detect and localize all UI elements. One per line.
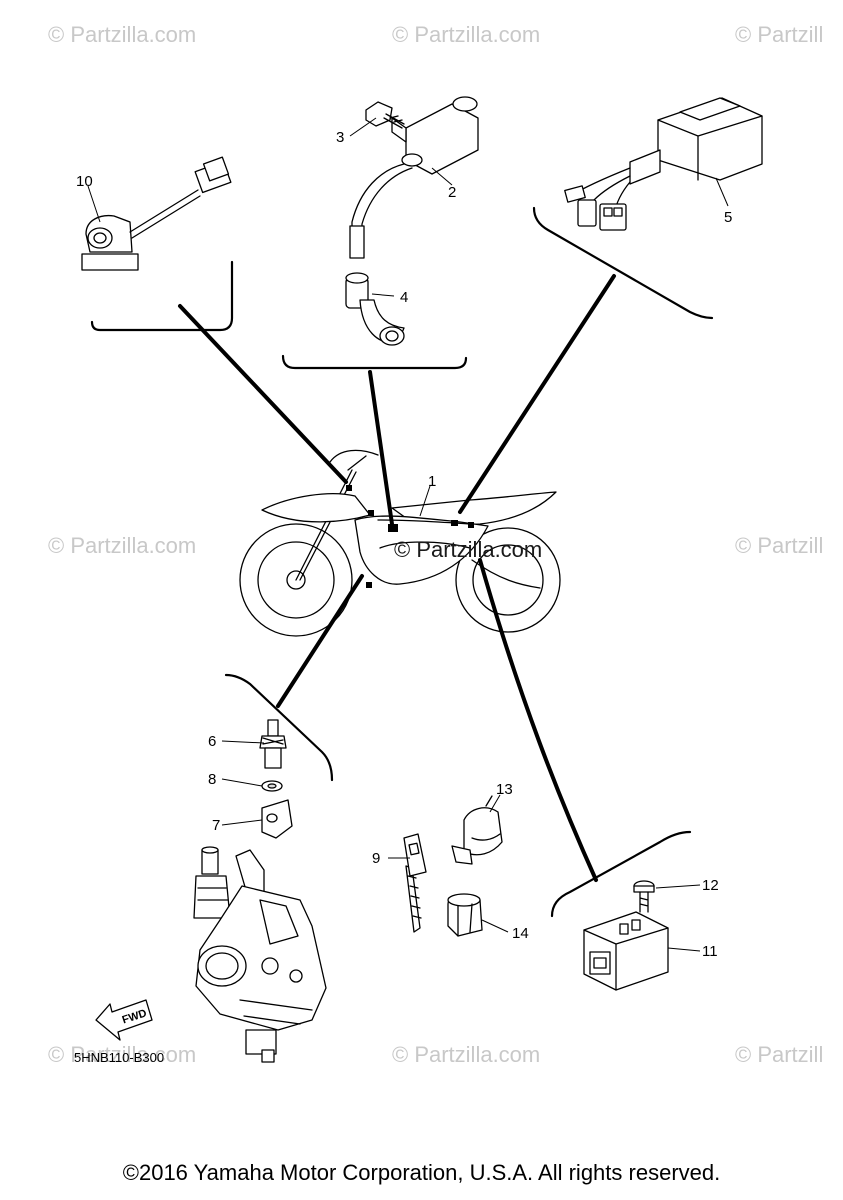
leader-lines	[87, 117, 729, 952]
diagram-code: 5HNB110-B300	[74, 1050, 164, 1065]
part-washer	[261, 780, 283, 792]
group-brackets	[90, 206, 714, 918]
callout-6: 6	[208, 733, 216, 750]
part-nipple	[259, 719, 287, 769]
part-clamp	[451, 795, 503, 865]
copyright-notice: ©2016 Yamaha Motor Corporation, U.S.A. A…	[122, 1160, 721, 1185]
part-cable-tie	[403, 833, 427, 933]
connector-mark	[368, 510, 374, 516]
fwd-arrow: FWD	[95, 999, 153, 1041]
watermark-center: © Partzilla.com	[394, 537, 542, 562]
callout-9: 9	[372, 850, 380, 867]
watermark-bottom-center: © Partzilla.com	[392, 1042, 540, 1067]
connector-mark	[468, 522, 474, 528]
watermark-bottom-left: © Partzilla.com	[48, 1042, 196, 1067]
callout-3: 3	[336, 129, 344, 146]
callout-labels: 10 3 2 4 5 1 6 8 7 9 13 14 12 11	[76, 129, 732, 960]
callout-14: 14	[512, 925, 529, 942]
part-rectifier	[583, 911, 669, 991]
callout-2: 2	[448, 184, 456, 201]
part-cdi-unit	[564, 97, 763, 231]
callout-8: 8	[208, 771, 216, 788]
connector-mark	[388, 524, 398, 532]
callout-12: 12	[702, 877, 719, 894]
connector-mark	[346, 485, 352, 491]
callout-7: 7	[212, 817, 220, 834]
watermark-top-left: © Partzilla.com	[48, 22, 196, 47]
motorcycle-silhouette	[239, 449, 561, 637]
callout-10: 10	[76, 173, 93, 190]
part-carburetor	[193, 846, 327, 1063]
watermark-top-right: © Partzill	[735, 22, 823, 47]
callout-4: 4	[400, 289, 408, 306]
watermark-layer: © Partzilla.com © Partzilla.com © Partzi…	[48, 22, 823, 1067]
callout-1: 1	[428, 473, 436, 490]
callout-5: 5	[724, 209, 732, 226]
part-small-bolt	[633, 880, 655, 913]
part-plug-cap	[345, 272, 405, 346]
watermark-mid-right: © Partzill	[735, 533, 823, 558]
part-throttle-sensor	[81, 156, 232, 271]
callout-11: 11	[702, 943, 718, 960]
part-rubber-holder	[447, 893, 483, 937]
watermark-top-center: © Partzilla.com	[392, 22, 540, 47]
watermark-mid-left: © Partzilla.com	[48, 533, 196, 558]
watermark-bottom-right: © Partzill	[735, 1042, 823, 1067]
connector-mark	[366, 582, 372, 588]
callout-13: 13	[496, 781, 513, 798]
connector-lines	[178, 274, 616, 882]
part-bracket-plate	[261, 799, 293, 839]
